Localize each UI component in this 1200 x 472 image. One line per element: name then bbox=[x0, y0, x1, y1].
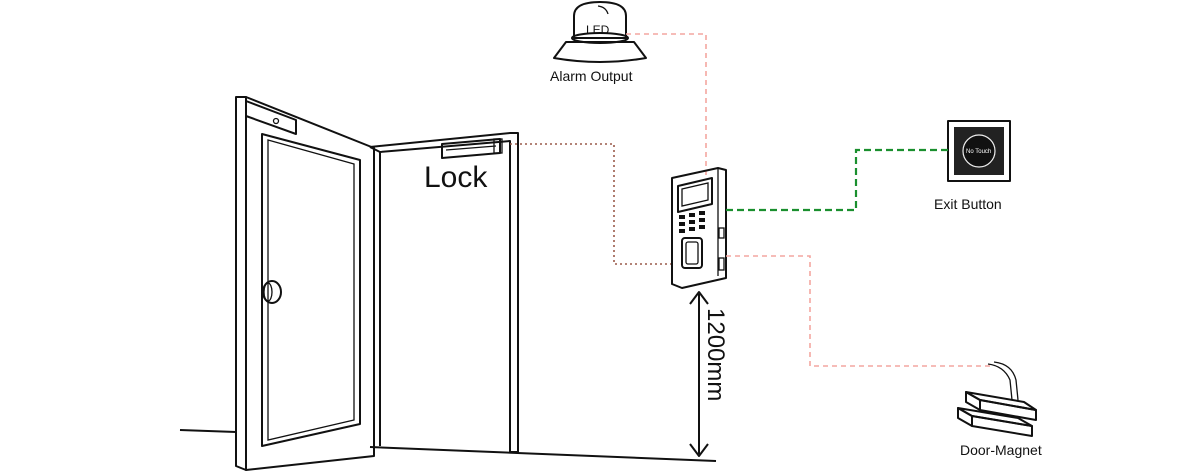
exit-button-icon bbox=[947, 120, 1011, 182]
alarm-led-icon bbox=[553, 1, 647, 63]
floor-lines bbox=[179, 429, 717, 462]
no-touch-label: No Touch bbox=[966, 149, 991, 155]
door-knob bbox=[262, 280, 282, 304]
exit-button-wire bbox=[726, 148, 948, 212]
fingerprint-terminal bbox=[671, 167, 727, 289]
magnetic-lock bbox=[441, 138, 503, 159]
height-label: 1200mm bbox=[702, 308, 729, 401]
height-dimension-arrow bbox=[689, 291, 709, 457]
door-magnet-label: Door-Magnet bbox=[960, 442, 1042, 458]
lock-wire bbox=[510, 143, 672, 265]
door-magnet-wire bbox=[726, 255, 990, 367]
door-magnet-icon bbox=[957, 361, 1037, 437]
alarm-output-label: Alarm Output bbox=[550, 68, 633, 84]
door-leaf bbox=[245, 96, 375, 471]
led-label: LED bbox=[586, 23, 610, 37]
exit-button-label: Exit Button bbox=[934, 196, 1002, 212]
alarm-wire bbox=[626, 33, 707, 175]
lock-label: Lock bbox=[424, 161, 488, 194]
